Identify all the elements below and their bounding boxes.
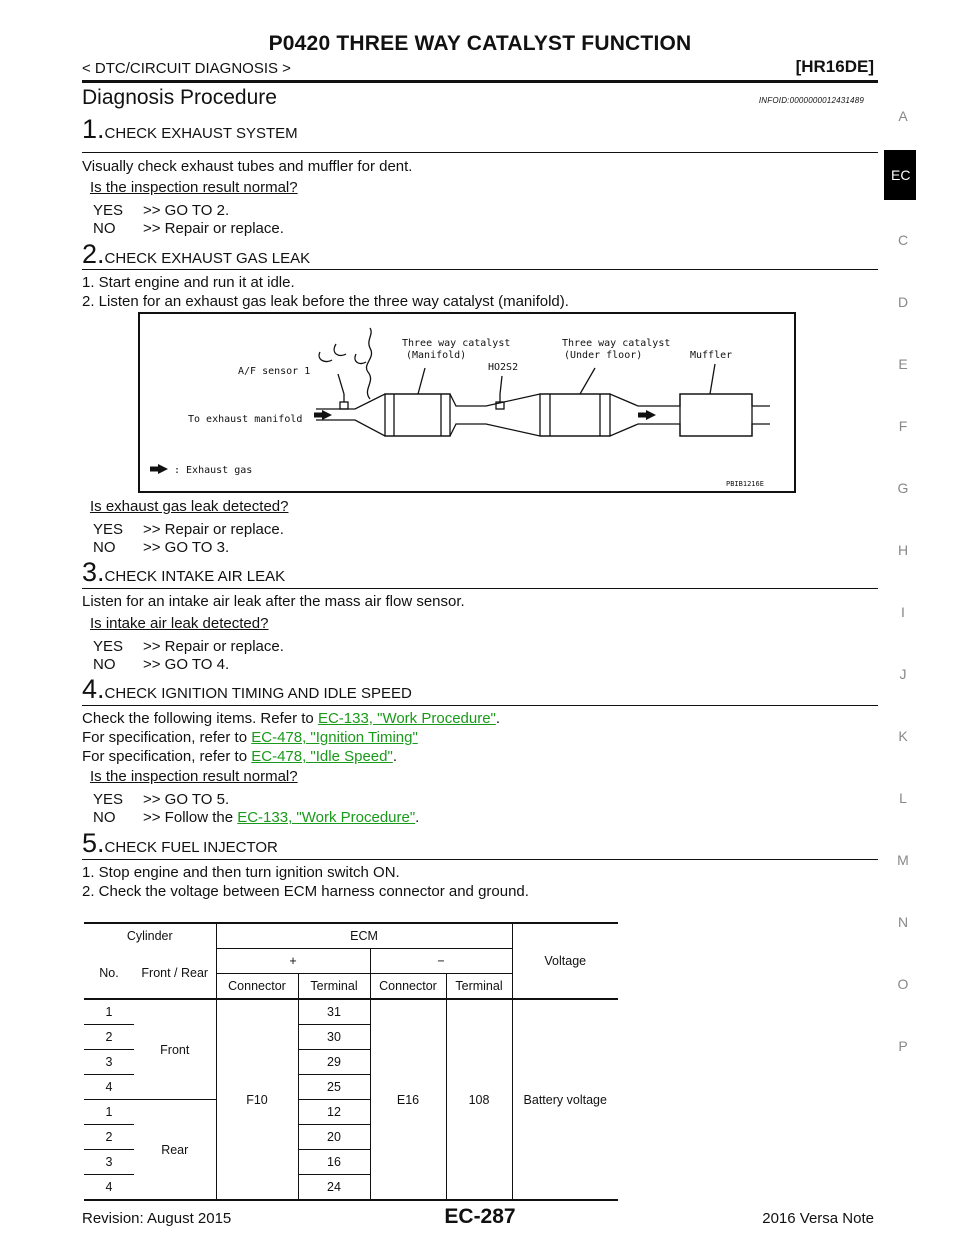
header-terminal: Terminal — [298, 973, 371, 999]
step-5-heading: 5.CHECK FUEL INJECTOR — [82, 828, 278, 858]
step-3-answers: YES>> Repair or replace. NO>> GO TO 4. — [93, 638, 284, 674]
cell-minus-terminal: 108 — [446, 999, 513, 1201]
answer-no: NO>> GO TO 3. — [93, 539, 230, 556]
voltage-spec-table: Cylinder ECM Voltage No. Front / Rear + … — [84, 922, 618, 1201]
step-divider — [82, 152, 878, 153]
label-af-sensor: A/F sensor 1 — [238, 366, 310, 377]
side-index-c[interactable]: C — [897, 232, 909, 248]
table-row: 4 25 — [84, 1074, 618, 1100]
step-5-text: 1. Stop engine and then turn ignition sw… — [82, 864, 529, 900]
cell-front: Front — [134, 999, 217, 1100]
side-index-active[interactable]: EC — [884, 150, 916, 200]
step-1-text: Visually check exhaust tubes and muffler… — [82, 158, 413, 175]
side-index-j[interactable]: J — [899, 666, 907, 682]
link-ignition-timing[interactable]: EC-478, "Ignition Timing" — [251, 729, 418, 746]
section-title: Diagnosis Procedure — [82, 86, 277, 109]
table-row: 2 20 — [84, 1124, 618, 1150]
step-divider — [82, 705, 878, 706]
table-row: 4 24 — [84, 1174, 618, 1201]
header-ecm: ECM — [216, 923, 513, 949]
header-connector: Connector — [216, 973, 299, 999]
side-index-e[interactable]: E — [898, 356, 908, 372]
side-index-h[interactable]: H — [897, 542, 909, 558]
header-rule — [82, 80, 878, 83]
side-index-a[interactable]: A — [898, 108, 908, 124]
step-divider — [82, 859, 878, 860]
answer-yes: YES>> GO TO 5. — [93, 791, 230, 808]
answer-yes: YES>> Repair or replace. — [93, 638, 284, 655]
header-plus: + — [216, 948, 371, 974]
step-divider — [82, 269, 878, 270]
exhaust-system-diagram: Three way catalyst (Manifold) Three way … — [138, 312, 796, 493]
step-2-heading: 2.CHECK EXHAUST GAS LEAK — [82, 239, 311, 269]
header-connector: Connector — [370, 973, 447, 999]
info-id: INFOID:0000000012431489 — [758, 96, 864, 105]
step-4-text: Check the following items. Refer to EC-1… — [82, 710, 501, 765]
side-index-n[interactable]: N — [897, 914, 909, 930]
page-title: P0420 THREE WAY CATALYST FUNCTION — [268, 32, 692, 55]
step-3-question: Is intake air leak detected? — [90, 615, 269, 632]
step-4-heading: 4.CHECK IGNITION TIMING AND IDLE SPEED — [82, 674, 412, 704]
side-index-o[interactable]: O — [897, 976, 909, 992]
side-index-k[interactable]: K — [898, 728, 908, 744]
header-terminal: Terminal — [446, 973, 513, 999]
label-under-floor: (Under floor) — [564, 350, 642, 361]
label-muffler: Muffler — [690, 350, 732, 361]
link-work-procedure[interactable]: EC-133, "Work Procedure" — [317, 710, 496, 727]
header-no: No. — [99, 966, 119, 981]
side-index-p[interactable]: P — [898, 1038, 908, 1054]
answer-yes: YES>> Repair or replace. — [93, 521, 284, 538]
cell-minus-connector: E16 — [370, 999, 447, 1201]
step-3-heading: 3.CHECK INTAKE AIR LEAK — [82, 557, 286, 587]
step-1-answers: YES>> GO TO 2. NO>> Repair or replace. — [93, 202, 284, 238]
header-minus: − — [370, 948, 513, 974]
engine-model: [HR16DE] — [795, 57, 874, 76]
label-ho2s2: HO2S2 — [488, 362, 518, 373]
step-3-text: Listen for an intake air leak after the … — [82, 593, 465, 610]
table-row: 3 29 — [84, 1049, 618, 1075]
figure-code: PBIB1216E — [726, 480, 764, 488]
footer-revision: Revision: August 2015 — [82, 1210, 232, 1227]
step-4-answers: YES>> GO TO 5. NO>> Follow the EC-133, "… — [93, 791, 419, 827]
answer-no: NO>> Follow the EC-133, "Work Procedure"… — [93, 809, 420, 826]
side-index-l[interactable]: L — [899, 790, 907, 806]
table-row: 1 Front F10 31 E16 108 Battery voltage — [84, 999, 618, 1201]
side-index-m[interactable]: M — [897, 852, 909, 868]
label-exhaust-gas: : Exhaust gas — [174, 465, 252, 476]
footer-page-number: EC-287 — [444, 1205, 516, 1228]
footer-model: 2016 Versa Note — [762, 1210, 874, 1227]
link-work-procedure[interactable]: EC-133, "Work Procedure" — [237, 809, 416, 826]
header-voltage: Voltage — [544, 954, 587, 968]
side-index-f[interactable]: F — [898, 418, 908, 434]
step-1-heading: 1.CHECK EXHAUST SYSTEM — [82, 114, 298, 144]
answer-no: NO>> Repair or replace. — [93, 220, 284, 237]
label-to-manifold: To exhaust manifold — [188, 414, 302, 425]
step-1-question: Is the inspection result normal? — [90, 179, 298, 196]
table-row: 3 16 — [84, 1149, 618, 1175]
step-4-question: Is the inspection result normal? — [90, 768, 298, 785]
table-row: 2 30 — [84, 1024, 618, 1050]
cell-plus-connector: F10 — [216, 999, 299, 1201]
answer-yes: YES>> GO TO 2. — [93, 202, 230, 219]
cell-voltage: Battery voltage — [512, 999, 618, 1201]
answer-no: NO>> GO TO 4. — [93, 656, 230, 673]
side-index-i[interactable]: I — [901, 604, 905, 620]
step-2-question: Is exhaust gas leak detected? — [90, 498, 289, 515]
table-row: 1 Rear 12 — [84, 1099, 618, 1201]
side-index-d[interactable]: D — [897, 294, 909, 310]
step-divider — [82, 588, 878, 589]
link-idle-speed[interactable]: EC-478, "Idle Speed" — [251, 748, 393, 765]
header-cylinder: Cylinder — [84, 923, 217, 949]
cell-rear: Rear — [134, 1099, 217, 1201]
header-front-rear: Front / Rear — [134, 948, 217, 999]
label-manifold: (Manifold) — [406, 350, 466, 361]
label-three-way-under: Three way catalyst — [562, 338, 670, 349]
step-2-text: 1. Start engine and run it at idle. 2. L… — [82, 274, 569, 310]
label-three-way-manifold: Three way catalyst — [402, 338, 510, 349]
side-index-g[interactable]: G — [897, 480, 909, 496]
step-2-answers: YES>> Repair or replace. NO>> GO TO 3. — [93, 521, 284, 557]
breadcrumb: < DTC/CIRCUIT DIAGNOSIS > — [82, 60, 291, 77]
